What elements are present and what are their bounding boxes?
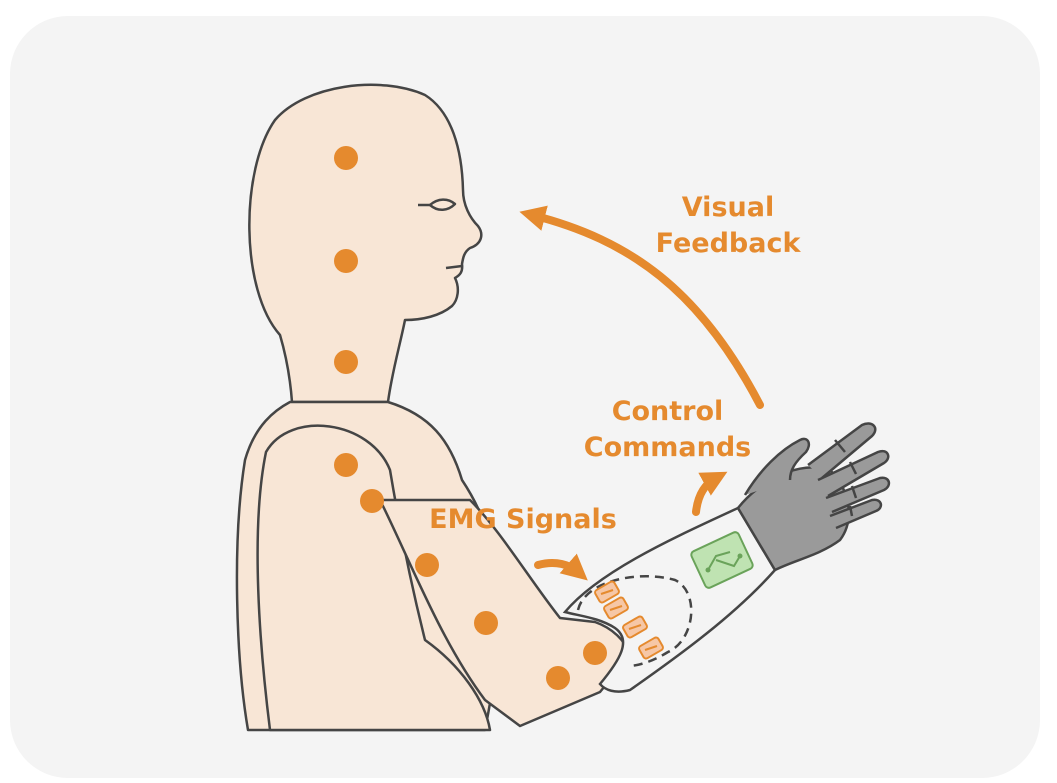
marker-3 <box>334 350 358 374</box>
emg-electrodes <box>594 580 664 660</box>
eye <box>429 198 457 211</box>
finger-2 <box>817 449 890 498</box>
head-profile <box>248 83 483 404</box>
control-commands-line-2: Commands <box>583 432 752 463</box>
visual-feedback-line-2: Feedback <box>655 228 801 259</box>
electrode-4 <box>638 636 664 660</box>
emg-signals-label: EMG Signals <box>429 504 617 535</box>
marker-9 <box>546 666 570 690</box>
electrode-2 <box>603 596 629 620</box>
body-markers <box>334 146 607 690</box>
prosthetic-hand <box>736 422 891 572</box>
visual-feedback-line-1: Visual <box>681 192 775 223</box>
marker-5 <box>360 489 384 513</box>
electrode-1 <box>594 580 620 604</box>
circuit-board <box>690 531 754 589</box>
thumb <box>743 437 811 496</box>
control-commands-label: Control Commands <box>570 394 765 466</box>
marker-2 <box>334 249 358 273</box>
arrows <box>519 205 764 581</box>
marker-6 <box>415 553 439 577</box>
finger-3 <box>825 476 891 514</box>
upper-arm <box>256 424 492 732</box>
marker-7 <box>474 611 498 635</box>
electrode-3 <box>622 615 648 639</box>
finger-1 <box>807 422 877 479</box>
visual-feedback-label: Visual Feedback <box>638 190 818 262</box>
mouth <box>445 264 463 270</box>
emg-signals-arrow <box>534 553 588 581</box>
human-figure <box>235 83 632 732</box>
finger-4 <box>829 498 883 530</box>
socket <box>576 575 693 668</box>
marker-8 <box>583 641 607 665</box>
visual-feedback-arrow <box>519 205 764 409</box>
marker-1 <box>334 146 358 170</box>
control-commands-arrow <box>692 471 728 516</box>
marker-4 <box>334 453 358 477</box>
control-commands-line-1: Control <box>611 396 724 427</box>
